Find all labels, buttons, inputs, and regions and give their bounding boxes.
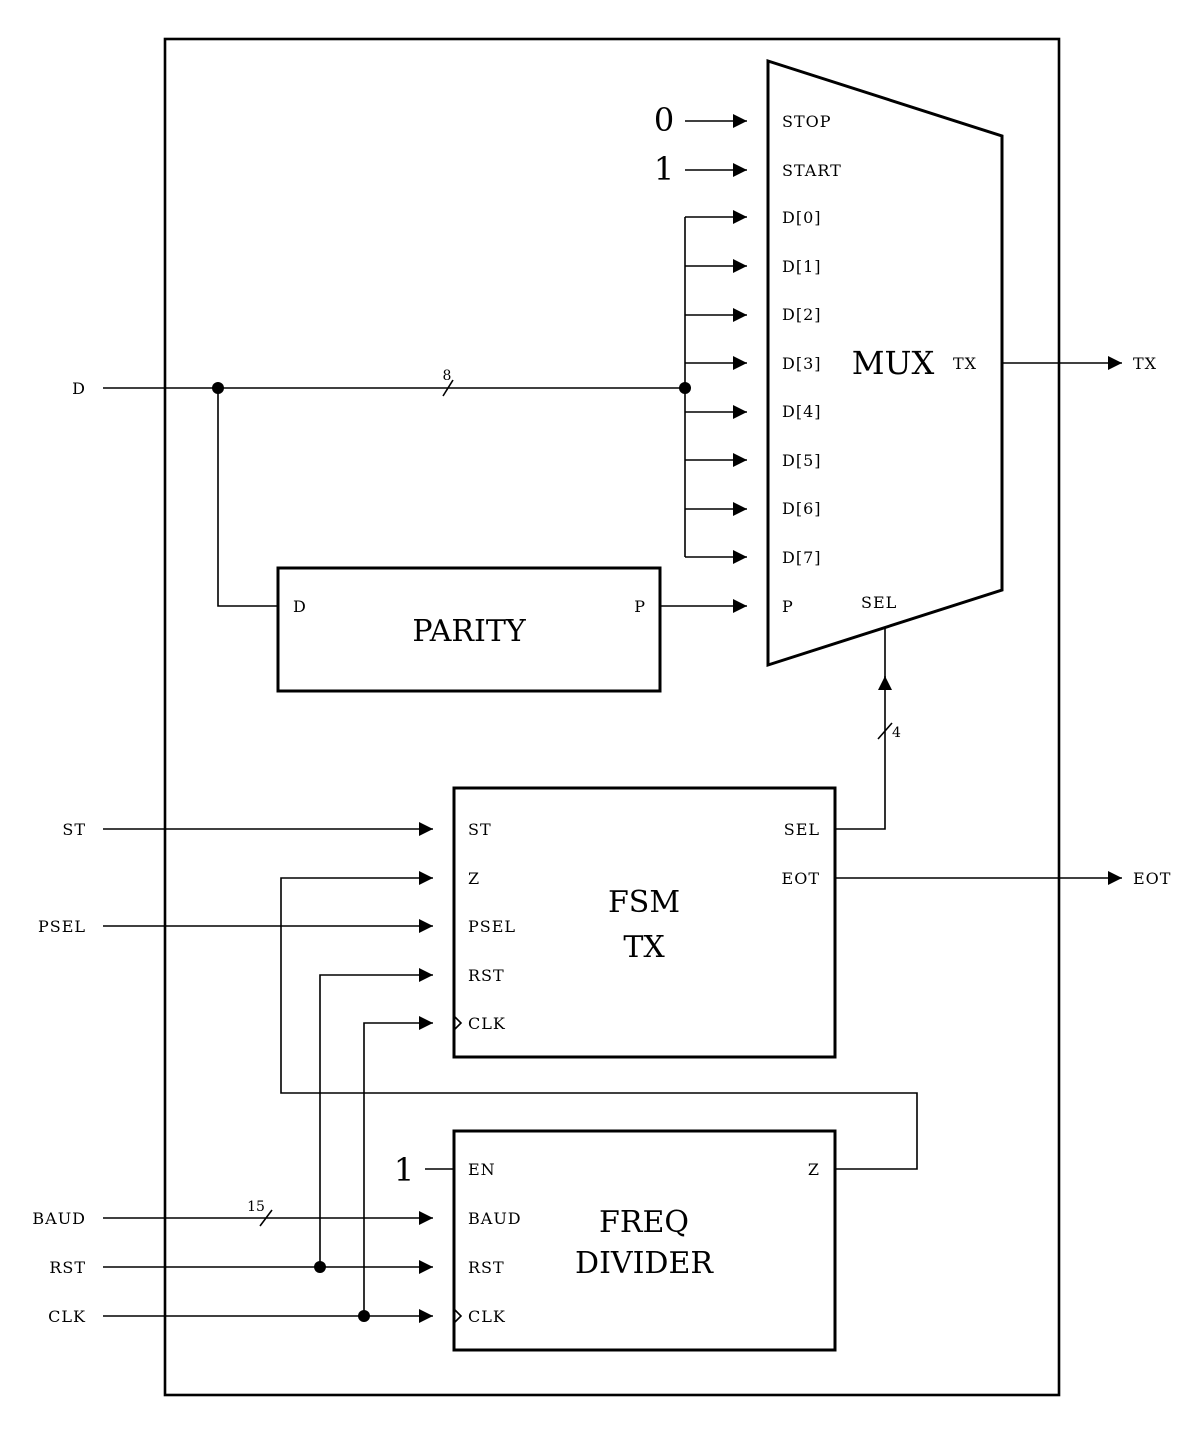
junction-clk [358,1310,370,1322]
fsm-in-psel: PSEL [468,917,516,936]
bus-slash-d [442,379,454,397]
parity-title: PARITY [412,614,527,649]
mux-in-start: START [782,161,842,180]
wire-sel-bus [835,628,886,830]
fsm-clock-triangle [453,1015,463,1031]
fsm-out-sel: SEL [784,820,820,839]
freq-in-rst: RST [468,1258,505,1277]
freq-in-baud: BAUD [468,1209,522,1228]
fsm-tx-block [452,786,837,1059]
freq-in-clk: CLK [468,1307,506,1326]
mux-input-labels: STOP START D[0] D[1] D[2] D[3] D[4] D[5]… [782,112,842,616]
wire-z-feedback [280,871,918,1170]
fsm-in-z: Z [468,869,480,888]
mux-in-stop: STOP [782,112,832,131]
mux-out-tx-label: TX [953,354,977,373]
fsm-in-st: ST [468,820,492,839]
const-one-en: 1 [394,1151,414,1189]
mux-title: MUX [852,344,935,382]
fsm-title-line1: FSM [608,885,680,920]
freq-out-z: Z [808,1160,820,1179]
fsm-in-rst: RST [468,966,505,985]
bus-width-d: 8 [443,368,452,384]
mux-in-d3: D[3] [782,354,822,373]
input-rst-label: RST [49,1258,86,1277]
mux-in-d0: D[0] [782,208,822,227]
mux-in-d1: D[1] [782,257,822,276]
mux-in-d2: D[2] [782,305,822,324]
bus-width-baud: 15 [247,1199,265,1215]
input-baud-label: BAUD [32,1209,86,1228]
fsm-out-eot: EOT [782,869,820,888]
freq-title-line2: DIVIDER [575,1246,714,1281]
input-st-label: ST [62,820,86,839]
freq-in-en: EN [468,1160,496,1179]
input-clk-label: CLK [48,1307,86,1326]
const-zero: 0 [654,101,674,139]
mux-block [766,58,1004,668]
input-d-label: D [72,379,86,398]
mux-in-d7: D[7] [782,548,822,567]
wire-d-to-parity [217,388,278,607]
mux-in-d5: D[5] [782,451,822,470]
parity-out-p: P [634,597,646,616]
fsm-title-line2: TX [623,930,665,965]
output-tx-label: TX [1133,354,1157,373]
freq-title-line1: FREQ [599,1205,689,1240]
freq-divider-block [452,1129,837,1352]
mux-sel-label: SEL [861,593,897,612]
bus-slash-baud [259,1209,273,1227]
wire-rst-to-fsm [319,968,433,1267]
output-eot-label: EOT [1133,869,1171,888]
mux-in-d6: D[6] [782,499,822,518]
bus-slash-sel [877,722,893,740]
mux-in-p: P [782,597,794,616]
outer-module-border [163,37,1061,1397]
freq-clock-triangle [453,1308,463,1324]
mux-in-d4: D[4] [782,402,822,421]
junction-d-mux [679,382,691,394]
fsm-in-clk: CLK [468,1014,506,1033]
bus-width-sel: 4 [892,725,901,741]
parity-in-d: D [293,597,307,616]
junction-rst [314,1261,326,1273]
parity-block [276,566,662,693]
const-one-start: 1 [654,150,674,188]
d-bus-fanout [684,210,747,564]
input-psel-label: PSEL [38,917,86,936]
